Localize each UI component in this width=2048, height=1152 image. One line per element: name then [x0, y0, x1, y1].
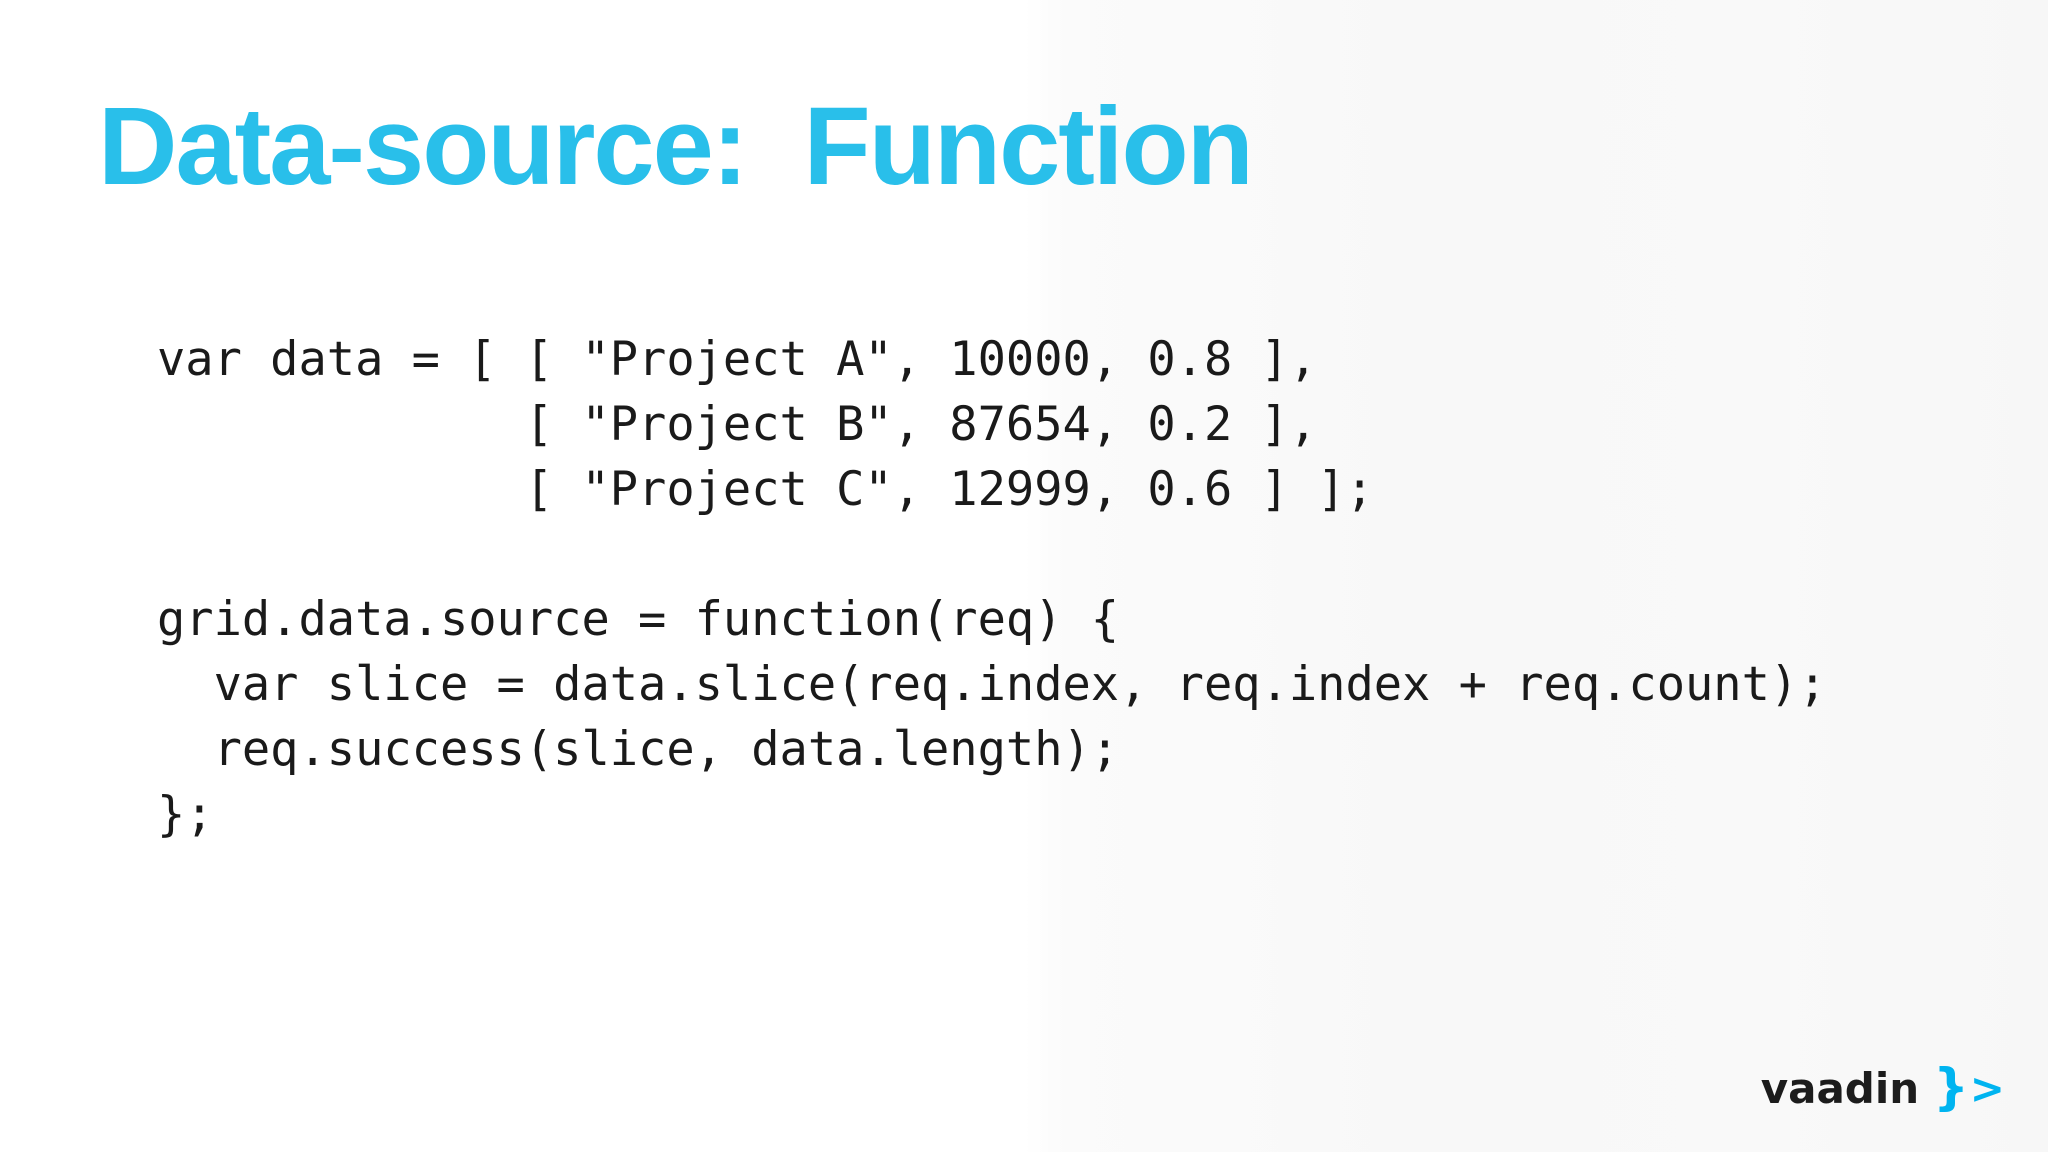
vaadin-wordmark-text: vaadin: [1760, 1064, 1920, 1113]
code-block: var data = [ [ "Project A", 10000, 0.8 ]…: [157, 332, 1827, 842]
vaadin-logo: vaadin } >: [1760, 1058, 2005, 1116]
slide-title: Data-source: Function: [98, 85, 1254, 208]
vaadin-brace-icon: }: [1933, 1058, 1969, 1116]
vaadin-chevron-icon: >: [1969, 1064, 2005, 1113]
